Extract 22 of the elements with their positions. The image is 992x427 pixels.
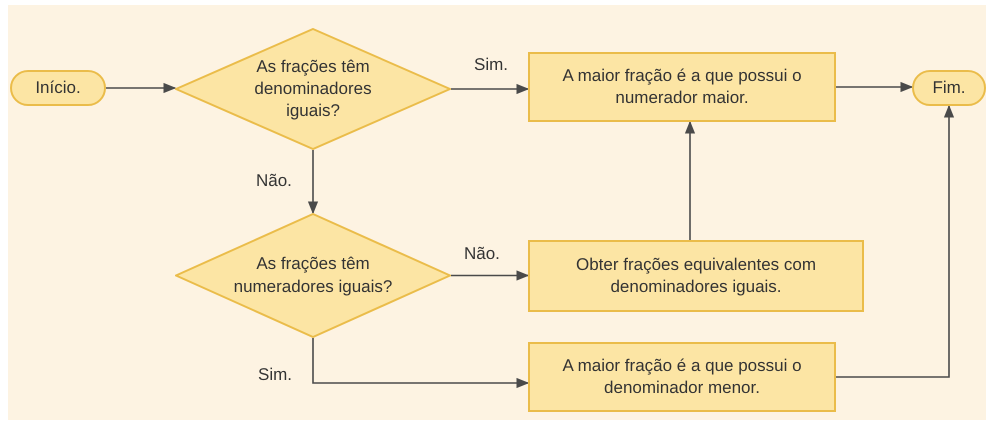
node-text: A maior fração é a que possui o numerador maior. [561,64,803,109]
arrow [106,82,176,94]
node-text: Início. [35,76,81,99]
node-text: As frações têm numeradores iguais? [233,253,393,298]
arrow [451,84,530,94]
process-box [528,342,836,412]
process-box [528,52,836,122]
node-text: A maior fração é a que possui o denominador menor. [561,354,803,399]
decision-diamond [175,28,451,150]
terminal-pill [912,70,986,106]
arrow [836,104,954,378]
arrow [451,270,530,281]
terminal-pill [10,70,106,106]
arrow [684,120,696,240]
node-text: Obter frações equivalentes com denominadores iguais. [574,254,817,298]
decision-diamond [175,213,451,338]
node-text: Fim. [932,76,966,99]
arrow [308,150,318,214]
node-text: As frações têm denominadores iguais? [253,56,373,122]
arrow [836,82,914,92]
process-box [528,240,864,312]
arrow [312,338,530,388]
